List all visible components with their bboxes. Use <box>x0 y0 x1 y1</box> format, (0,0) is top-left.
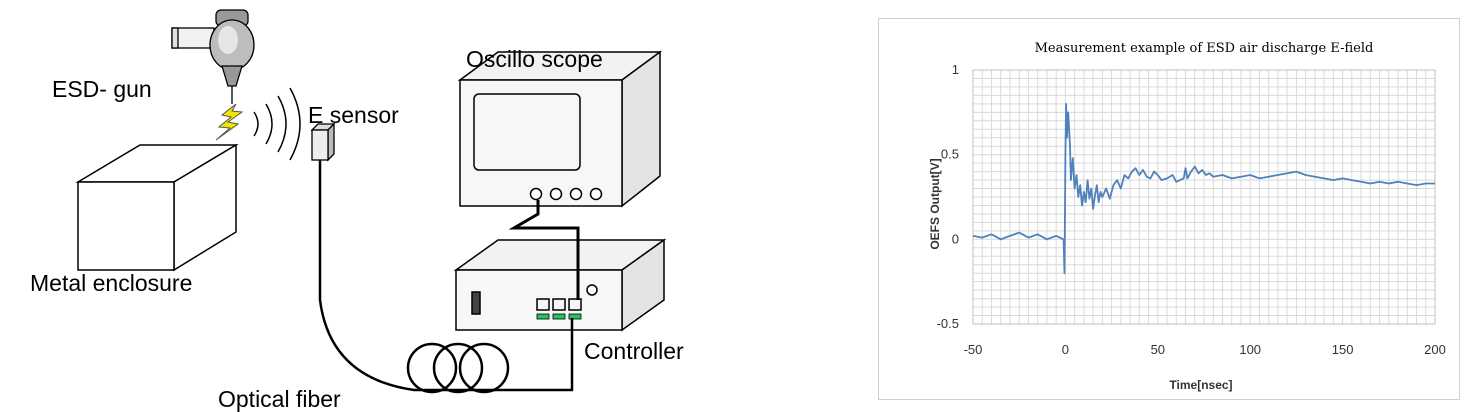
signal-cable <box>508 200 580 300</box>
chart-title: Measurement example of ESD air discharge… <box>1035 41 1374 56</box>
chart-panel: Measurement example of ESD air discharge… <box>878 18 1460 400</box>
y-tick-label: 1 <box>952 62 959 77</box>
chart-frame <box>972 69 1436 325</box>
x-tick-label: 200 <box>1424 342 1446 357</box>
y-tick-labels: 1 0.5 0 -0.5 <box>937 62 959 331</box>
label-optical-fiber: Optical fiber <box>218 386 341 412</box>
x-tick-label: 150 <box>1332 342 1354 357</box>
label-esd-gun: ESD- gun <box>52 76 152 102</box>
chart: Measurement example of ESD air discharge… <box>928 41 1446 392</box>
x-tick-label: -50 <box>964 342 983 357</box>
esd-gun <box>171 9 255 104</box>
fiber-coil <box>406 342 510 394</box>
chart-grid <box>972 69 1436 325</box>
plot-area-border <box>972 69 1436 325</box>
x-tick-label: 100 <box>1239 342 1261 357</box>
label-oscilloscope: Oscillo scope <box>466 46 603 72</box>
y-tick-label: 0.5 <box>941 147 959 162</box>
x-tick-labels: -50 0 50 100 150 200 <box>964 342 1446 357</box>
series-line <box>972 103 1435 275</box>
controller <box>453 238 667 332</box>
x-tick-label: 50 <box>1151 342 1165 357</box>
measurement-setup-diagram <box>75 9 667 394</box>
y-tick-label: 0 <box>952 231 959 246</box>
metal-enclosure <box>75 143 239 272</box>
e-sensor <box>310 122 336 162</box>
x-axis-label: Time[nsec] <box>1169 378 1232 392</box>
label-controller: Controller <box>584 338 684 364</box>
chart-series <box>972 103 1435 275</box>
label-e-sensor: E sensor <box>308 102 399 128</box>
optical-fiber-cable <box>318 160 574 392</box>
e-field-wave-icon <box>253 87 301 161</box>
y-tick-label: -0.5 <box>937 316 959 331</box>
label-metal-enclosure: Metal enclosure <box>30 270 193 296</box>
y-axis-label: OEFS Output[V] <box>928 158 942 249</box>
x-tick-label: 0 <box>1062 342 1069 357</box>
spark-icon <box>215 103 244 141</box>
oscilloscope <box>457 50 663 208</box>
